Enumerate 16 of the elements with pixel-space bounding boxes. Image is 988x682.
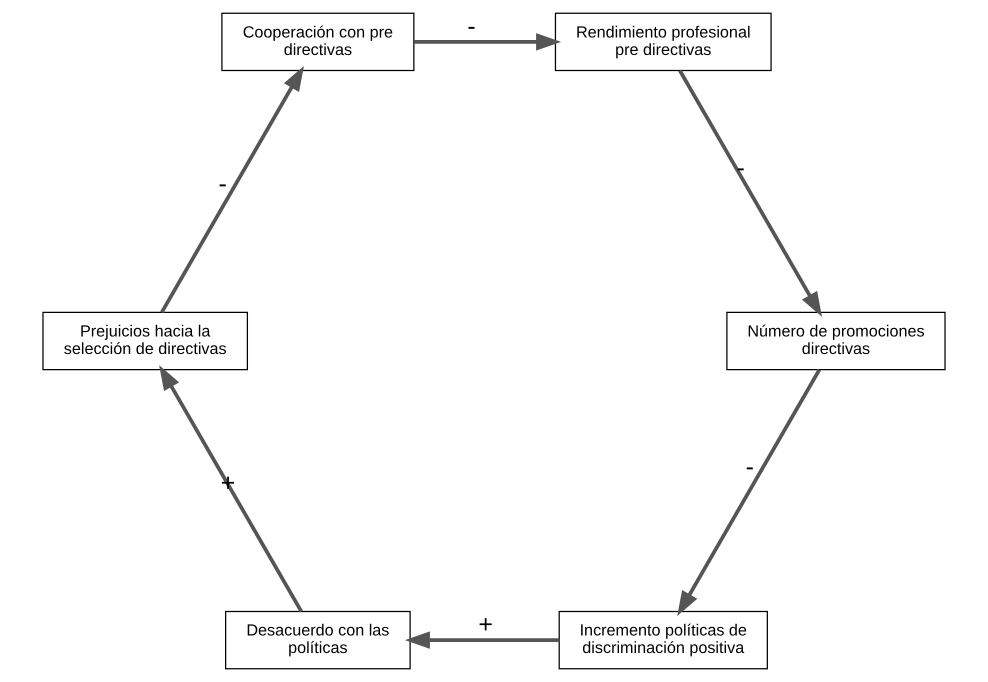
node-box: Desacuerdo con las políticas: [225, 610, 411, 670]
edge-label: +: [478, 610, 493, 639]
node-box: Rendimiento profesional pre directivas: [554, 12, 772, 72]
node-box: Incremento políticas de discriminación positiva: [558, 610, 768, 670]
arrow: [404, 631, 560, 649]
node-box: Prejuicios hacia la selección de directivas: [42, 312, 248, 370]
edge-label: -: [218, 170, 227, 198]
edge-label: -: [746, 453, 754, 482]
arrow: [159, 365, 303, 612]
node-box: Cooperación con pre directivas: [221, 12, 414, 72]
node-box: Número de promociones directivas: [726, 312, 946, 370]
arrow: [414, 33, 562, 51]
arrow: [160, 66, 304, 314]
arrow: [677, 368, 822, 616]
arrow: [678, 70, 822, 317]
edge-label: -: [467, 12, 476, 40]
